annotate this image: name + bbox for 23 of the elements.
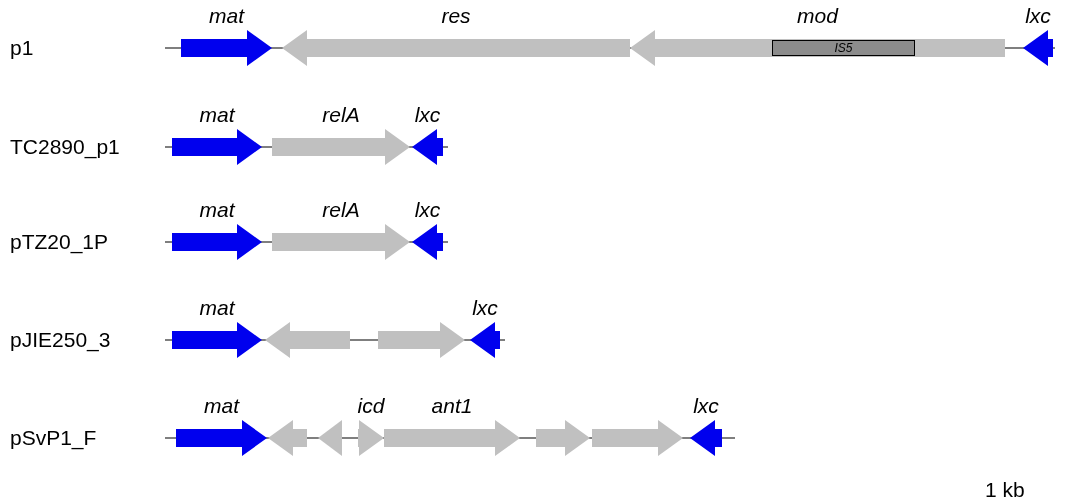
gene-name: res	[441, 4, 471, 28]
gene-name: lxc	[414, 198, 441, 222]
gene-name: lxc	[1025, 4, 1051, 28]
gene-name: lxc	[693, 394, 719, 418]
gene-name: relA	[322, 198, 360, 222]
gene-name: mod	[797, 4, 838, 28]
gene-name: mat	[199, 198, 235, 222]
gene-name: mat	[199, 103, 235, 127]
gene-name: relA	[322, 103, 360, 127]
insertion-sequence-box: IS5	[772, 40, 915, 56]
plasmid-name: p1	[10, 36, 34, 60]
gene-name: lxc	[414, 103, 441, 127]
gene-name: ant1	[431, 394, 473, 418]
gene-name: mat	[204, 394, 239, 418]
plasmid-name: pJIE250_3	[10, 328, 111, 352]
scale-label: 1 kb	[985, 478, 1025, 502]
gene-name: icd	[357, 394, 385, 418]
plasmid-name: pTZ20_1P	[10, 230, 109, 254]
plasmid-name: TC2890_p1	[10, 135, 120, 159]
gene-name: mat	[209, 4, 244, 28]
gene-name: mat	[199, 296, 235, 320]
gene-name: lxc	[472, 296, 498, 320]
plasmid-name: pSvP1_F	[10, 426, 97, 450]
